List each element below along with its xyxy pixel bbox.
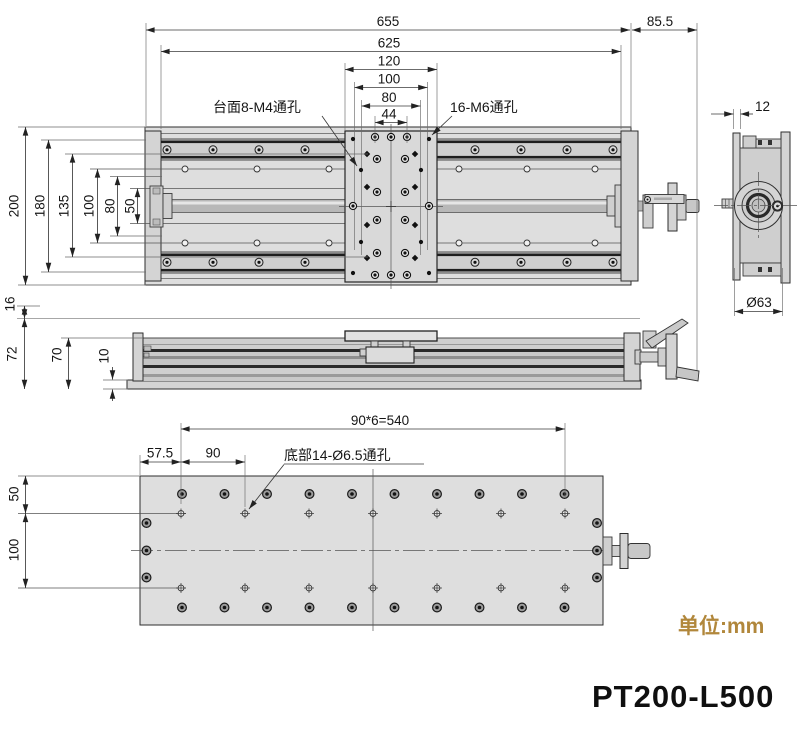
dim-44: 44: [381, 107, 397, 122]
side-nub: [721, 198, 734, 209]
lead-screw-right: [436, 199, 608, 213]
model-number: PT200-L500: [592, 679, 774, 714]
front-dimensions: 16 72 70 10: [3, 296, 143, 401]
handwheel-disc: [667, 182, 678, 232]
left-dimensions: 200 180 135 100 80 50: [7, 126, 368, 286]
label-bottom-holes: 底部14-Ø6.5通孔: [284, 447, 391, 463]
dim-80-top: 80: [381, 90, 396, 105]
dim-10: 10: [97, 348, 112, 363]
dim-50-left: 50: [123, 198, 138, 213]
dim-72: 72: [5, 346, 20, 361]
carriage-body: [365, 346, 415, 364]
dim-16: 16: [3, 296, 18, 311]
table-plate: [344, 330, 438, 342]
handwheel-plan: [637, 182, 700, 232]
dim-80-left: 80: [103, 198, 118, 213]
handwheel-disc-front: [665, 333, 678, 380]
side-view: 12 Ø63: [711, 99, 797, 316]
dim-90: 90: [205, 446, 220, 461]
dim-180: 180: [33, 195, 48, 218]
dim-12: 12: [755, 99, 770, 114]
footer: 单位:mm PT200-L500: [592, 614, 774, 714]
dim-50-bottom: 50: [7, 486, 22, 501]
bearing-block: [149, 185, 173, 228]
front-handwheel: [634, 318, 700, 382]
top-view: 655 85.5 625 120 100 80 44 台面8-M4通孔 16-M…: [7, 14, 700, 378]
dim-57-5: 57.5: [147, 446, 173, 461]
bottom-dimensions: 90*6=540 57.5 90 底部14-Ø6.5通孔 50 100: [7, 413, 566, 588]
label-m6-holes: 16-M6通孔: [450, 99, 518, 115]
front-carriage: [344, 330, 438, 364]
dim-655: 655: [377, 14, 400, 29]
dim-135: 135: [57, 195, 72, 218]
label-table-holes: 台面8-M4通孔: [213, 99, 301, 115]
dim-90x6: 90*6=540: [351, 413, 409, 428]
lead-screw-left: [162, 199, 346, 213]
top-dimensions: 655 85.5 625 120 100 80 44 台面8-M4通孔 16-M…: [145, 14, 698, 378]
dim-dia-63: Ø63: [746, 295, 772, 310]
dim-120: 120: [378, 54, 401, 69]
dim-625: 625: [378, 36, 401, 51]
dim-70: 70: [50, 347, 65, 362]
bottom-handwheel: [602, 533, 651, 569]
crank-knob: [685, 199, 700, 213]
bottom-view: 90*6=540 57.5 90 底部14-Ø6.5通孔 50 100: [7, 413, 651, 631]
front-view: 16 72 70 10: [3, 296, 700, 401]
center-mark: [386, 201, 396, 212]
dim-100-bottom: 100: [7, 539, 22, 562]
front-left-block: [132, 332, 144, 382]
right-end-plate: [620, 130, 639, 282]
dim-100-top: 100: [378, 72, 401, 87]
side-dimensions: 12 Ø63: [711, 99, 783, 316]
crank-knob-front: [675, 366, 700, 382]
dim-100-left: 100: [82, 195, 97, 218]
units-note: 单位:mm: [678, 614, 764, 638]
dim-200: 200: [7, 195, 22, 218]
dim-85-5: 85.5: [647, 14, 673, 29]
